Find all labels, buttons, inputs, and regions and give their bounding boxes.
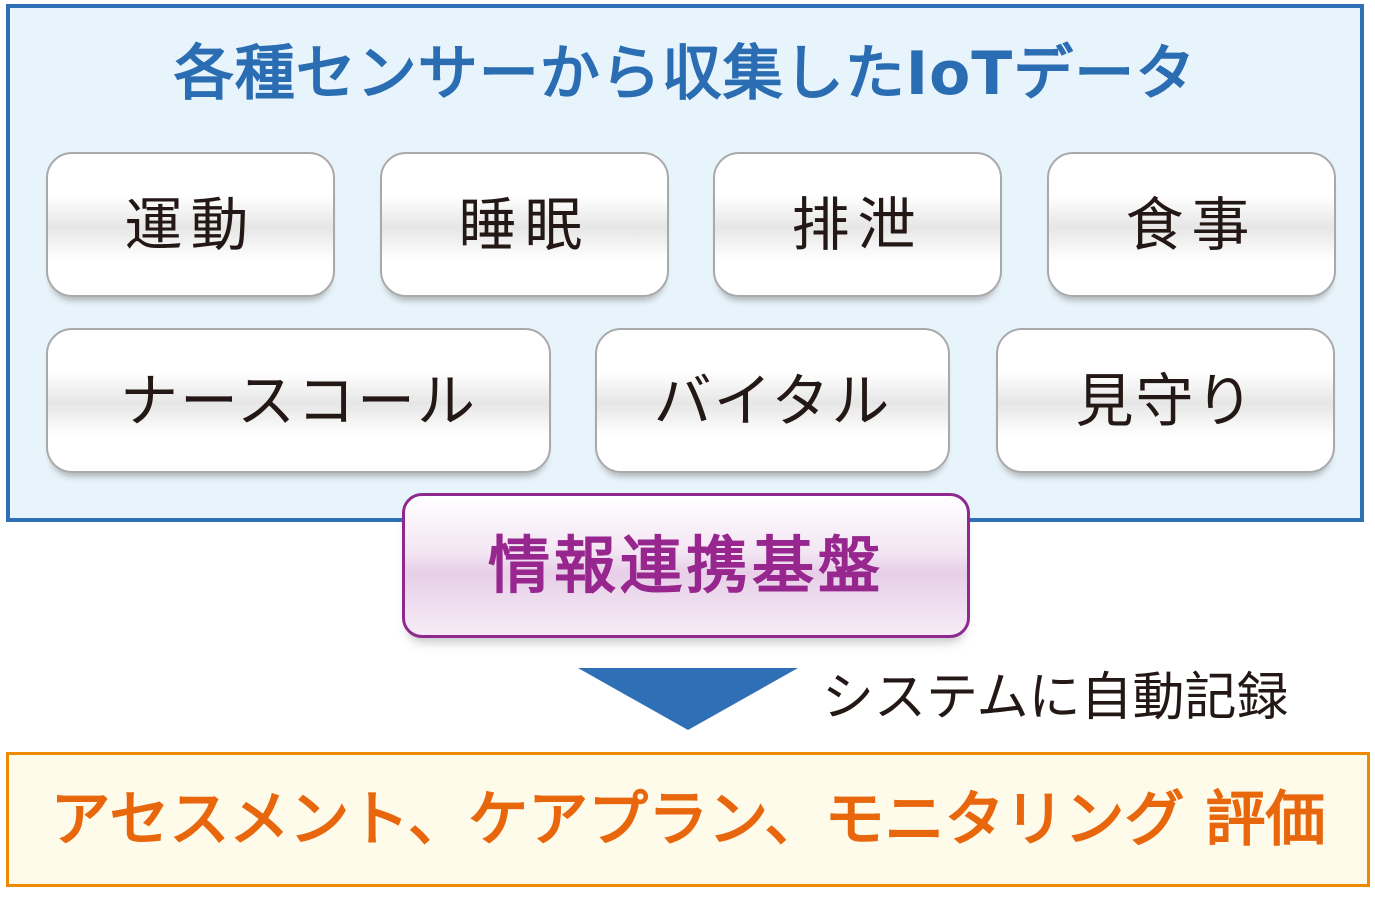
iot-data-title: 各種センサーから収集したIoTデータ [173,39,1197,109]
sensor-item-label: バイタル [653,366,892,435]
sensor-item-label: 運動 [124,190,257,259]
sensor-item-sleep: 睡眠 [380,152,669,297]
sensor-item-exercise: 運動 [46,152,335,297]
information-platform-box: 情報連携基盤 [402,493,970,638]
evaluation-label: アセスメント、ケアプラン、モニタリング 評価 [50,784,1326,855]
sensor-item-excretion: 排泄 [713,152,1002,297]
sensor-item-label: 食事 [1125,190,1258,259]
sensor-item-vitals: バイタル [595,328,950,473]
sensor-item-nurse-call: ナースコール [46,328,551,473]
iot-data-panel: 各種センサーから収集したIoTデータ 運動 睡眠 排泄 食事 ナースコール バイ… [6,4,1364,522]
auto-record-caption: システムに自動記録 [822,668,1289,728]
sensor-item-label: 見守り [1075,366,1256,435]
sensor-item-meal: 食事 [1047,152,1336,297]
sensor-item-label: 睡眠 [458,190,591,259]
sensor-item-monitoring: 見守り [996,328,1335,473]
sensor-item-label: 排泄 [791,190,924,259]
arrow-down-icon [578,668,798,730]
information-platform-label: 情報連携基盤 [487,528,884,602]
sensor-item-label: ナースコール [119,366,478,435]
evaluation-box: アセスメント、ケアプラン、モニタリング 評価 [6,752,1370,887]
